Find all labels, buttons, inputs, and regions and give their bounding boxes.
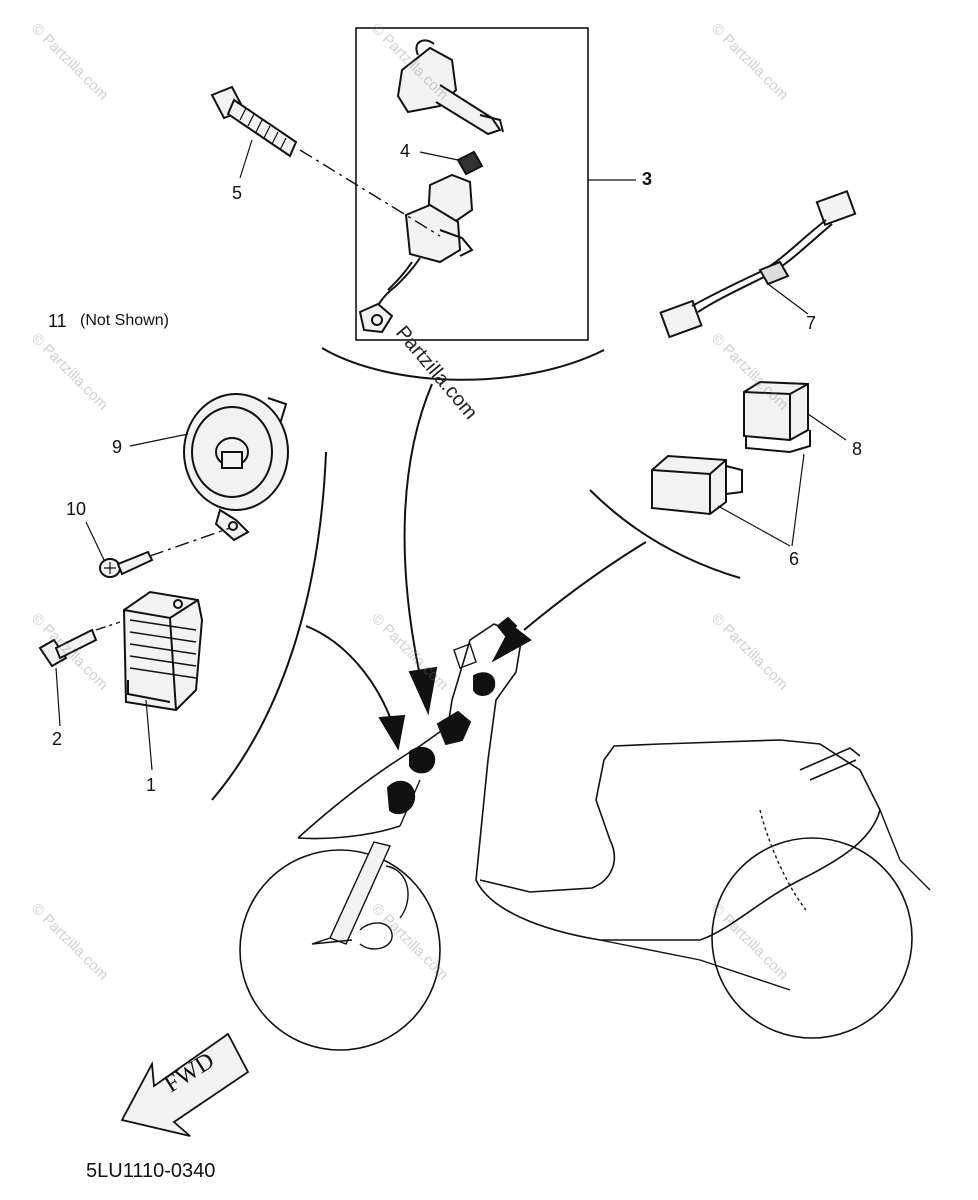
key-switch-icon: [358, 39, 504, 334]
part-label-9: 9: [112, 437, 123, 457]
leader-1: [145, 699, 153, 771]
leader-6b: [791, 453, 805, 547]
scooter-icon: [239, 616, 931, 1051]
leader-2: [55, 667, 61, 727]
leader-dashdot-5: [299, 149, 441, 237]
callout-arc-right: [589, 489, 741, 579]
fwd-arrow-icon: [120, 1032, 250, 1137]
part-label-8: 8: [852, 439, 863, 459]
leader-5: [239, 139, 253, 179]
arrow-right: [523, 541, 647, 631]
assembly-box: [355, 27, 589, 341]
callout-arc-top: [321, 347, 605, 381]
part-label-10: 10: [66, 499, 87, 519]
arrow-top: [403, 383, 433, 677]
part-label-4: 4: [400, 141, 411, 161]
leader-6a: [717, 505, 791, 547]
diagram-code: 5LU1110-0340: [86, 1160, 216, 1182]
part-label-2: 2: [52, 729, 63, 749]
wire-harness-icon: [659, 189, 857, 339]
bolt-icon: [99, 550, 154, 578]
leader-4: [419, 151, 459, 161]
horn-icon: [183, 393, 289, 542]
leader-7: [767, 283, 809, 315]
part-label-7: 7: [806, 313, 817, 333]
relay-icon: [651, 380, 811, 516]
leader-9: [129, 433, 189, 447]
leader-dashdot-10: [149, 527, 231, 557]
bolt-icon: [210, 85, 298, 158]
part-label-1: 1: [146, 775, 157, 795]
bolt-icon: [38, 628, 98, 668]
arrow-left: [305, 625, 393, 723]
leader-10: [85, 521, 105, 561]
part-label-3: 3: [642, 169, 653, 189]
part-label-6: 6: [789, 549, 800, 569]
leader-dashdot-2: [95, 621, 121, 631]
part-label-11: 11: [48, 311, 67, 331]
not-shown-note: (Not Shown): [80, 312, 169, 329]
callout-arc-left: [211, 451, 327, 801]
part-label-5: 5: [232, 183, 243, 203]
rectifier-icon: [122, 590, 204, 712]
leader-8: [807, 413, 847, 441]
